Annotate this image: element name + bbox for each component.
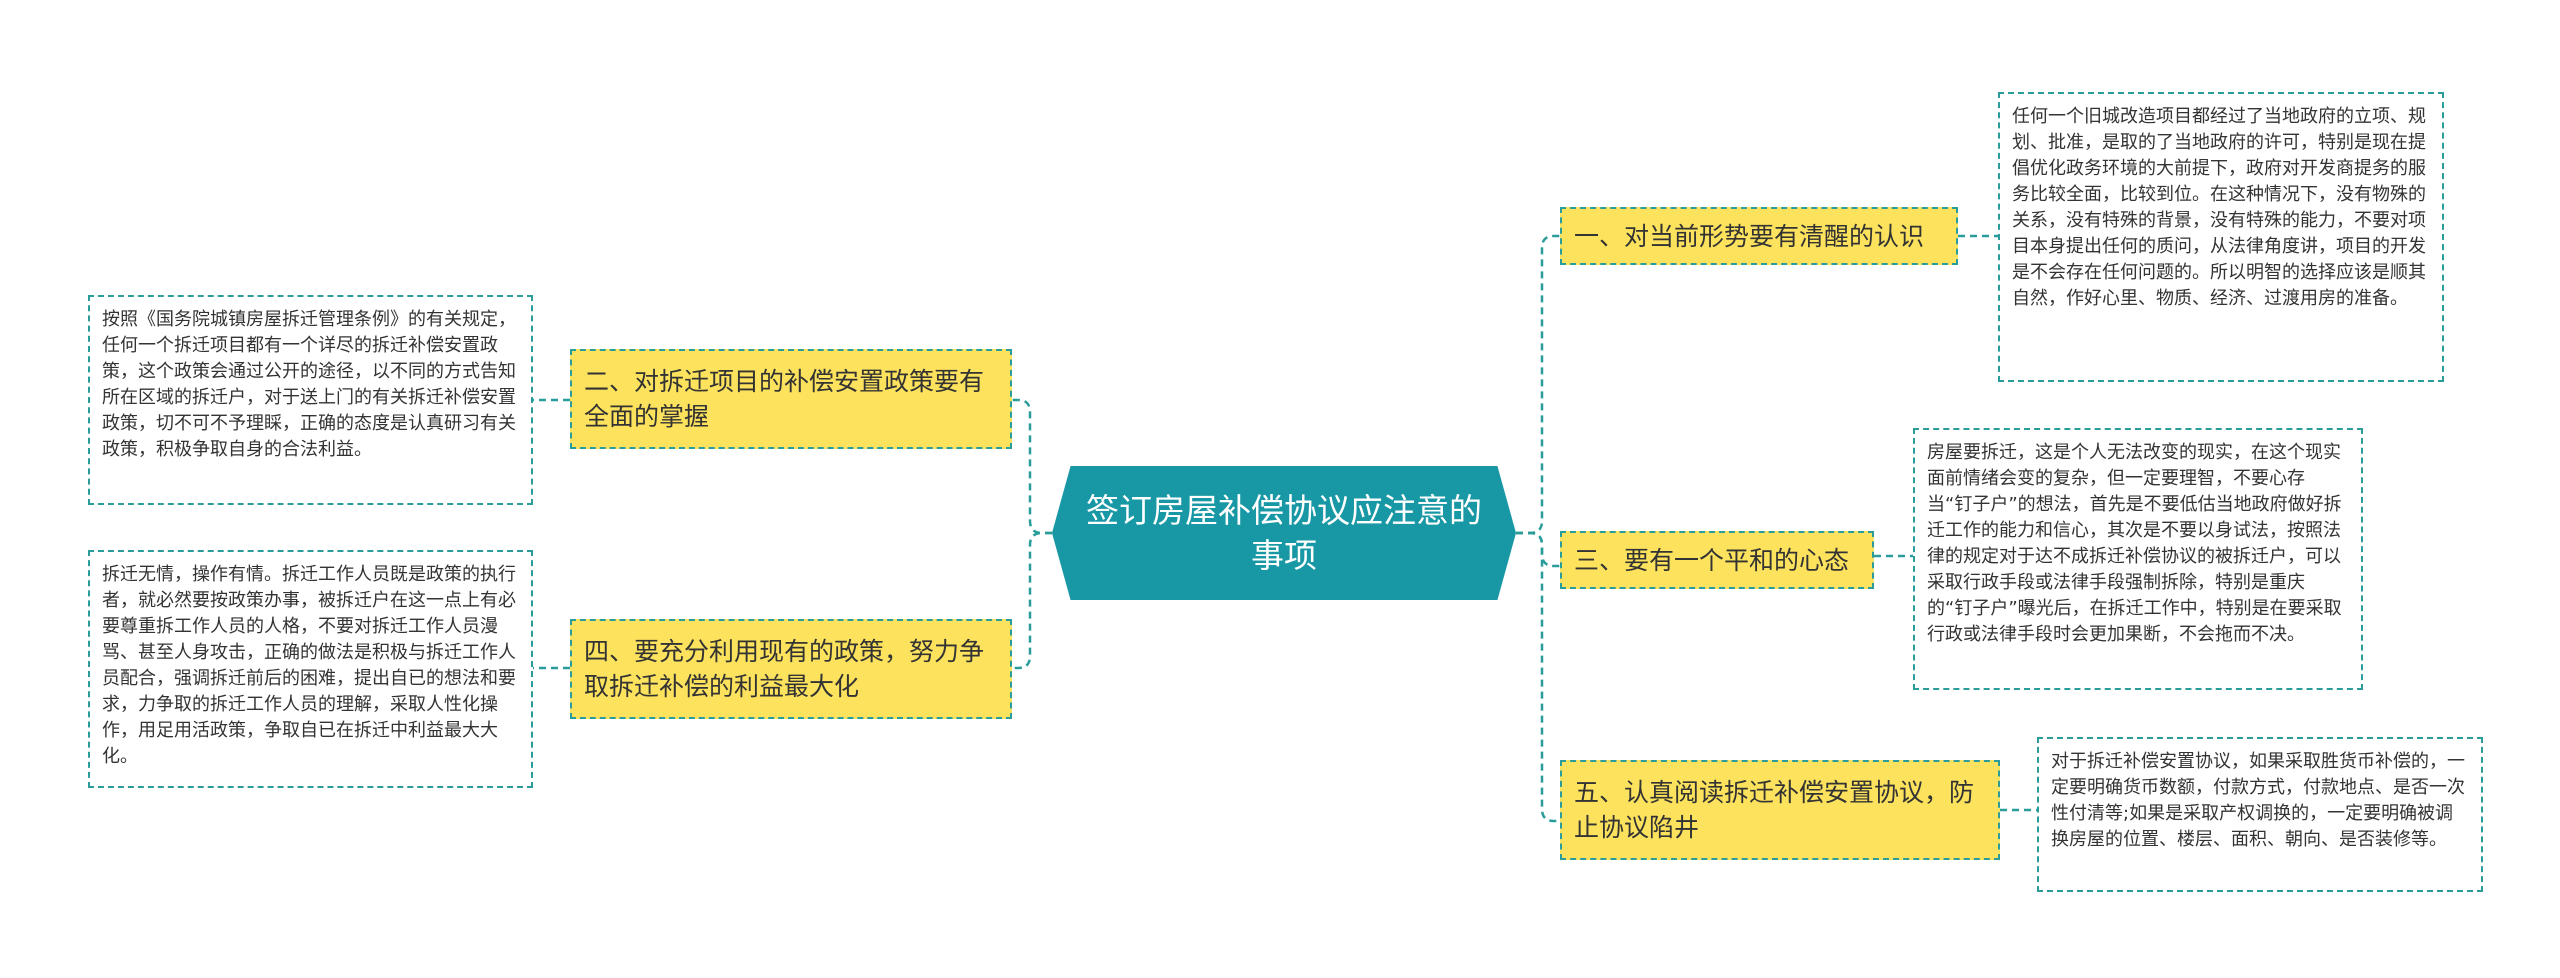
connector-root-branch-4	[1012, 531, 1052, 670]
detail-note-2: 按照《国务院城镇房屋拆迁管理条例》的有关规定，任何一个拆迁项目都有一个详尽的拆迁…	[88, 295, 533, 505]
branch-node-2: 二、对拆迁项目的补偿安置政策要有全面的掌握	[570, 349, 1012, 449]
connector-root-branch-3	[1516, 531, 1560, 568]
detail-note-3: 房屋要拆迁，这是个人无法改变的现实，在这个现实面前情绪会变的复杂，但一定要理智，…	[1913, 428, 2363, 690]
connector-root-branch-5	[1516, 531, 1560, 823]
root-node-title: 签订房屋补偿协议应注意的事项	[1052, 466, 1516, 600]
branch-node-4: 四、要充分利用现有的政策，努力争取拆迁补偿的利益最大化	[570, 619, 1012, 719]
branch-node-5: 五、认真阅读拆迁补偿安置协议，防止协议陷井	[1560, 760, 2000, 860]
branch-node-1: 一、对当前形势要有清醒的认识	[1560, 207, 1958, 265]
branch-node-3: 三、要有一个平和的心态	[1560, 531, 1874, 589]
connector-root-branch-2	[1012, 398, 1052, 535]
connector-root-branch-1	[1516, 234, 1560, 535]
detail-note-5: 对于拆迁补偿安置协议，如果采取胜货币补偿的，一定要明确货币数额，付款方式，付款地…	[2037, 737, 2483, 892]
detail-note-4: 拆迁无情，操作有情。拆迁工作人员既是政策的执行者，就必然要按政策办事，被拆迁户在…	[88, 550, 533, 788]
detail-note-1: 任何一个旧城改造项目都经过了当地政府的立项、规划、批准，是取的了当地政府的许可，…	[1998, 92, 2444, 382]
